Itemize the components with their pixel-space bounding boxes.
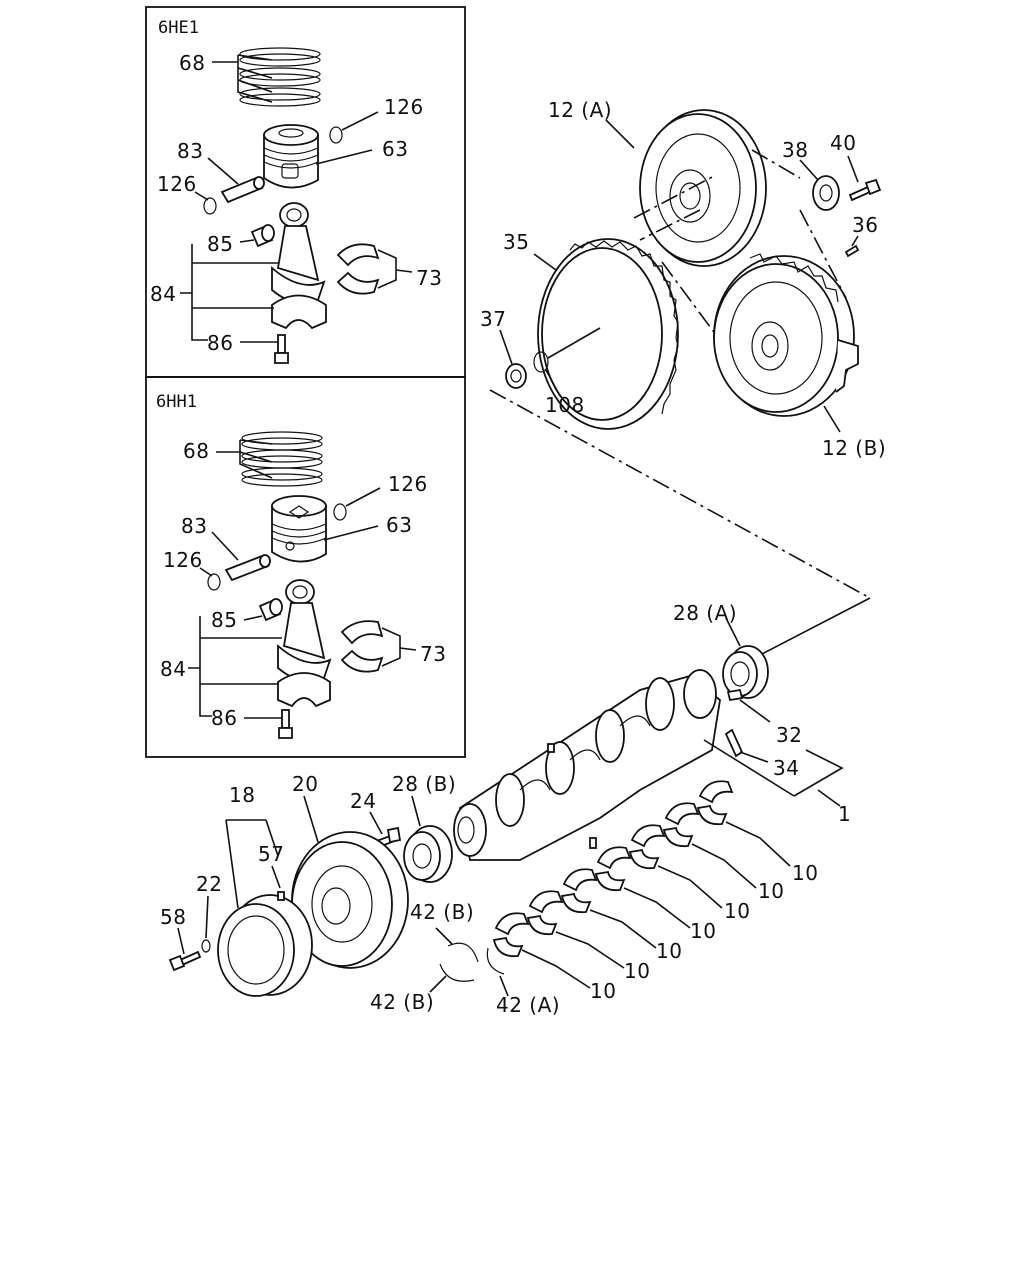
label-42b-bottom: 42 (B): [370, 990, 434, 1014]
bearing-37: [505, 363, 527, 389]
rod-cap-upper: [271, 294, 327, 330]
label-12a: 12 (A): [548, 98, 612, 122]
piston-rings-lower: [241, 431, 323, 487]
rod-bolt-lower: [278, 709, 293, 739]
snap-ring-upper-top: [329, 126, 343, 144]
snap-ring-lower-top: [333, 503, 347, 521]
snap-ring-upper-left: [203, 197, 217, 215]
label-upper-126-top: 126: [384, 95, 424, 119]
thrust-washer-42b-top: [447, 942, 479, 963]
label-lower-84: 84: [160, 657, 186, 681]
flywheel-b: [713, 253, 859, 417]
label-24: 24: [350, 789, 376, 813]
label-32: 32: [776, 723, 802, 747]
label-40: 40: [830, 131, 856, 155]
label-upper-83: 83: [177, 139, 203, 163]
label-upper-63: 63: [382, 137, 408, 161]
label-lower-85: 85: [211, 608, 237, 632]
flywheel-a: [639, 109, 767, 267]
label-35: 35: [503, 230, 529, 254]
bolt-40: [848, 178, 882, 202]
label-37: 37: [480, 307, 506, 331]
piston-pin-lower: [224, 554, 271, 582]
label-lower-68: 68: [183, 439, 209, 463]
bearing-shell-lower: [340, 620, 384, 673]
label-10-7: 10: [792, 861, 818, 885]
label-58: 58: [160, 905, 186, 929]
label-12b: 12 (B): [822, 436, 886, 460]
label-10-6: 10: [758, 879, 784, 903]
label-upper-86: 86: [207, 331, 233, 355]
label-upper-68: 68: [179, 51, 205, 75]
bolt-58: [168, 950, 202, 972]
piston-rings-upper: [239, 47, 321, 107]
box-title-6hh1: 6HH1: [156, 392, 197, 412]
ring-gear-35: [537, 238, 679, 430]
plate-38: [812, 175, 840, 211]
damper-18: [217, 894, 313, 997]
label-36: 36: [852, 213, 878, 237]
label-18: 18: [229, 783, 255, 807]
thrust-washer-42b-bottom: [439, 963, 475, 982]
piston-upper: [263, 124, 319, 189]
label-20: 20: [292, 772, 318, 796]
bearing-shell-upper: [336, 243, 380, 295]
box-title-6he1: 6HE1: [158, 18, 199, 38]
label-10-3: 10: [656, 939, 682, 963]
small-end-bushing-lower: [258, 598, 283, 622]
connecting-rod-lower: [277, 579, 332, 683]
gear-28b: [403, 825, 453, 883]
label-42b-top: 42 (B): [410, 900, 474, 924]
rod-cap-lower: [277, 672, 331, 708]
label-upper-73: 73: [416, 266, 442, 290]
pulley-20: [291, 831, 409, 969]
connecting-rod-upper: [271, 202, 326, 305]
ring-108: [533, 351, 549, 373]
pin-57: [277, 891, 285, 901]
label-22: 22: [196, 872, 222, 896]
label-34: 34: [773, 756, 799, 780]
label-38: 38: [782, 138, 808, 162]
label-28b: 28 (B): [392, 772, 456, 796]
label-28a: 28 (A): [673, 601, 737, 625]
washer-22: [201, 939, 211, 953]
pin-34: [724, 728, 744, 758]
label-108: 108: [545, 393, 585, 417]
thrust-washer-42a: [486, 947, 505, 975]
label-10-5: 10: [724, 899, 750, 923]
small-end-bushing-upper: [250, 224, 275, 248]
label-1: 1: [838, 802, 851, 826]
gear-28a: [722, 645, 769, 699]
label-10-4: 10: [690, 919, 716, 943]
label-lower-86: 86: [211, 706, 237, 730]
label-lower-83: 83: [181, 514, 207, 538]
piston-lower: [271, 495, 327, 563]
label-upper-85: 85: [207, 232, 233, 256]
piston-pin-upper: [220, 176, 265, 204]
label-lower-126-top: 126: [388, 472, 428, 496]
crankshaft: [453, 669, 721, 861]
snap-ring-lower-left: [207, 573, 221, 591]
key-32: [726, 688, 744, 702]
label-10-1: 10: [590, 979, 616, 1003]
label-10-2: 10: [624, 959, 650, 983]
label-lower-73: 73: [420, 642, 446, 666]
rod-bolt-upper: [274, 334, 289, 364]
main-bearings: [492, 780, 734, 958]
label-upper-84: 84: [150, 282, 176, 306]
pin-36: [844, 244, 860, 258]
frame-6hh1: [145, 376, 466, 758]
label-57: 57: [258, 842, 284, 866]
label-upper-126-left: 126: [157, 172, 197, 196]
label-lower-63: 63: [386, 513, 412, 537]
label-lower-126-left: 126: [163, 548, 203, 572]
label-42a: 42 (A): [496, 993, 560, 1017]
